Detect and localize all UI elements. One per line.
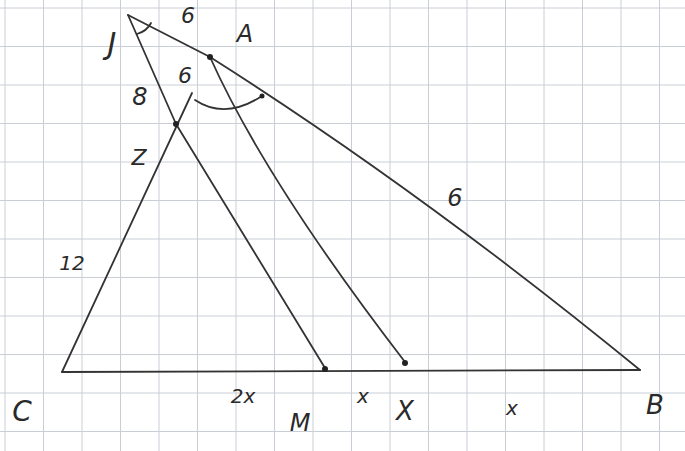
grid-line [120,0,121,451]
grid-line [0,316,685,317]
grid-line [0,85,685,86]
side-line [128,15,640,370]
grid-line [621,0,622,451]
point-dot [260,94,265,99]
grid-line [197,0,198,451]
length-label: x [506,398,518,418]
grid-line [5,0,6,451]
length-label: 12 [59,253,84,273]
point-dot [207,54,213,60]
point-label: J [108,29,117,59]
grid-line [0,8,685,9]
point-label: A [237,22,253,46]
point-label: M [290,411,311,435]
angle-arc [195,96,262,109]
grid-line [582,0,583,451]
segment-line [128,15,176,124]
length-label: 8 [132,85,147,109]
grid-line [505,0,506,451]
grid-line [467,0,468,451]
side-line [62,93,192,372]
length-label: 6 [181,5,195,27]
point-label: X [396,398,414,424]
grid-line [0,123,685,124]
bisector-line [210,57,405,362]
grid-line [428,0,429,451]
grid-line [43,0,44,451]
grid-line [313,0,314,451]
length-label: 2x [231,386,256,406]
point-label: B [646,392,664,418]
grid-line [0,239,685,240]
length-label: x [357,386,369,406]
point-dot [322,366,328,372]
grid-line [659,0,660,451]
grid-line [82,0,83,451]
grid-line [0,162,685,163]
median-line [176,124,325,368]
grid-line [390,0,391,451]
grid-line [0,431,685,432]
length-label: 6 [178,65,192,87]
grid-line [0,200,685,201]
grid-line [236,0,237,451]
grid-line [159,0,160,451]
point-label: Z [131,147,146,169]
point-dot [173,121,179,127]
angle-arc [137,23,151,34]
grid-line [0,393,685,394]
grid-line [544,0,545,451]
grid-line [274,0,275,451]
point-dot [402,360,408,366]
base-line [62,370,640,372]
grid-line [0,46,685,47]
grid-line [351,0,352,451]
length-label: 6 [447,186,462,210]
point-label: C [12,398,32,426]
grid-line [0,354,685,355]
